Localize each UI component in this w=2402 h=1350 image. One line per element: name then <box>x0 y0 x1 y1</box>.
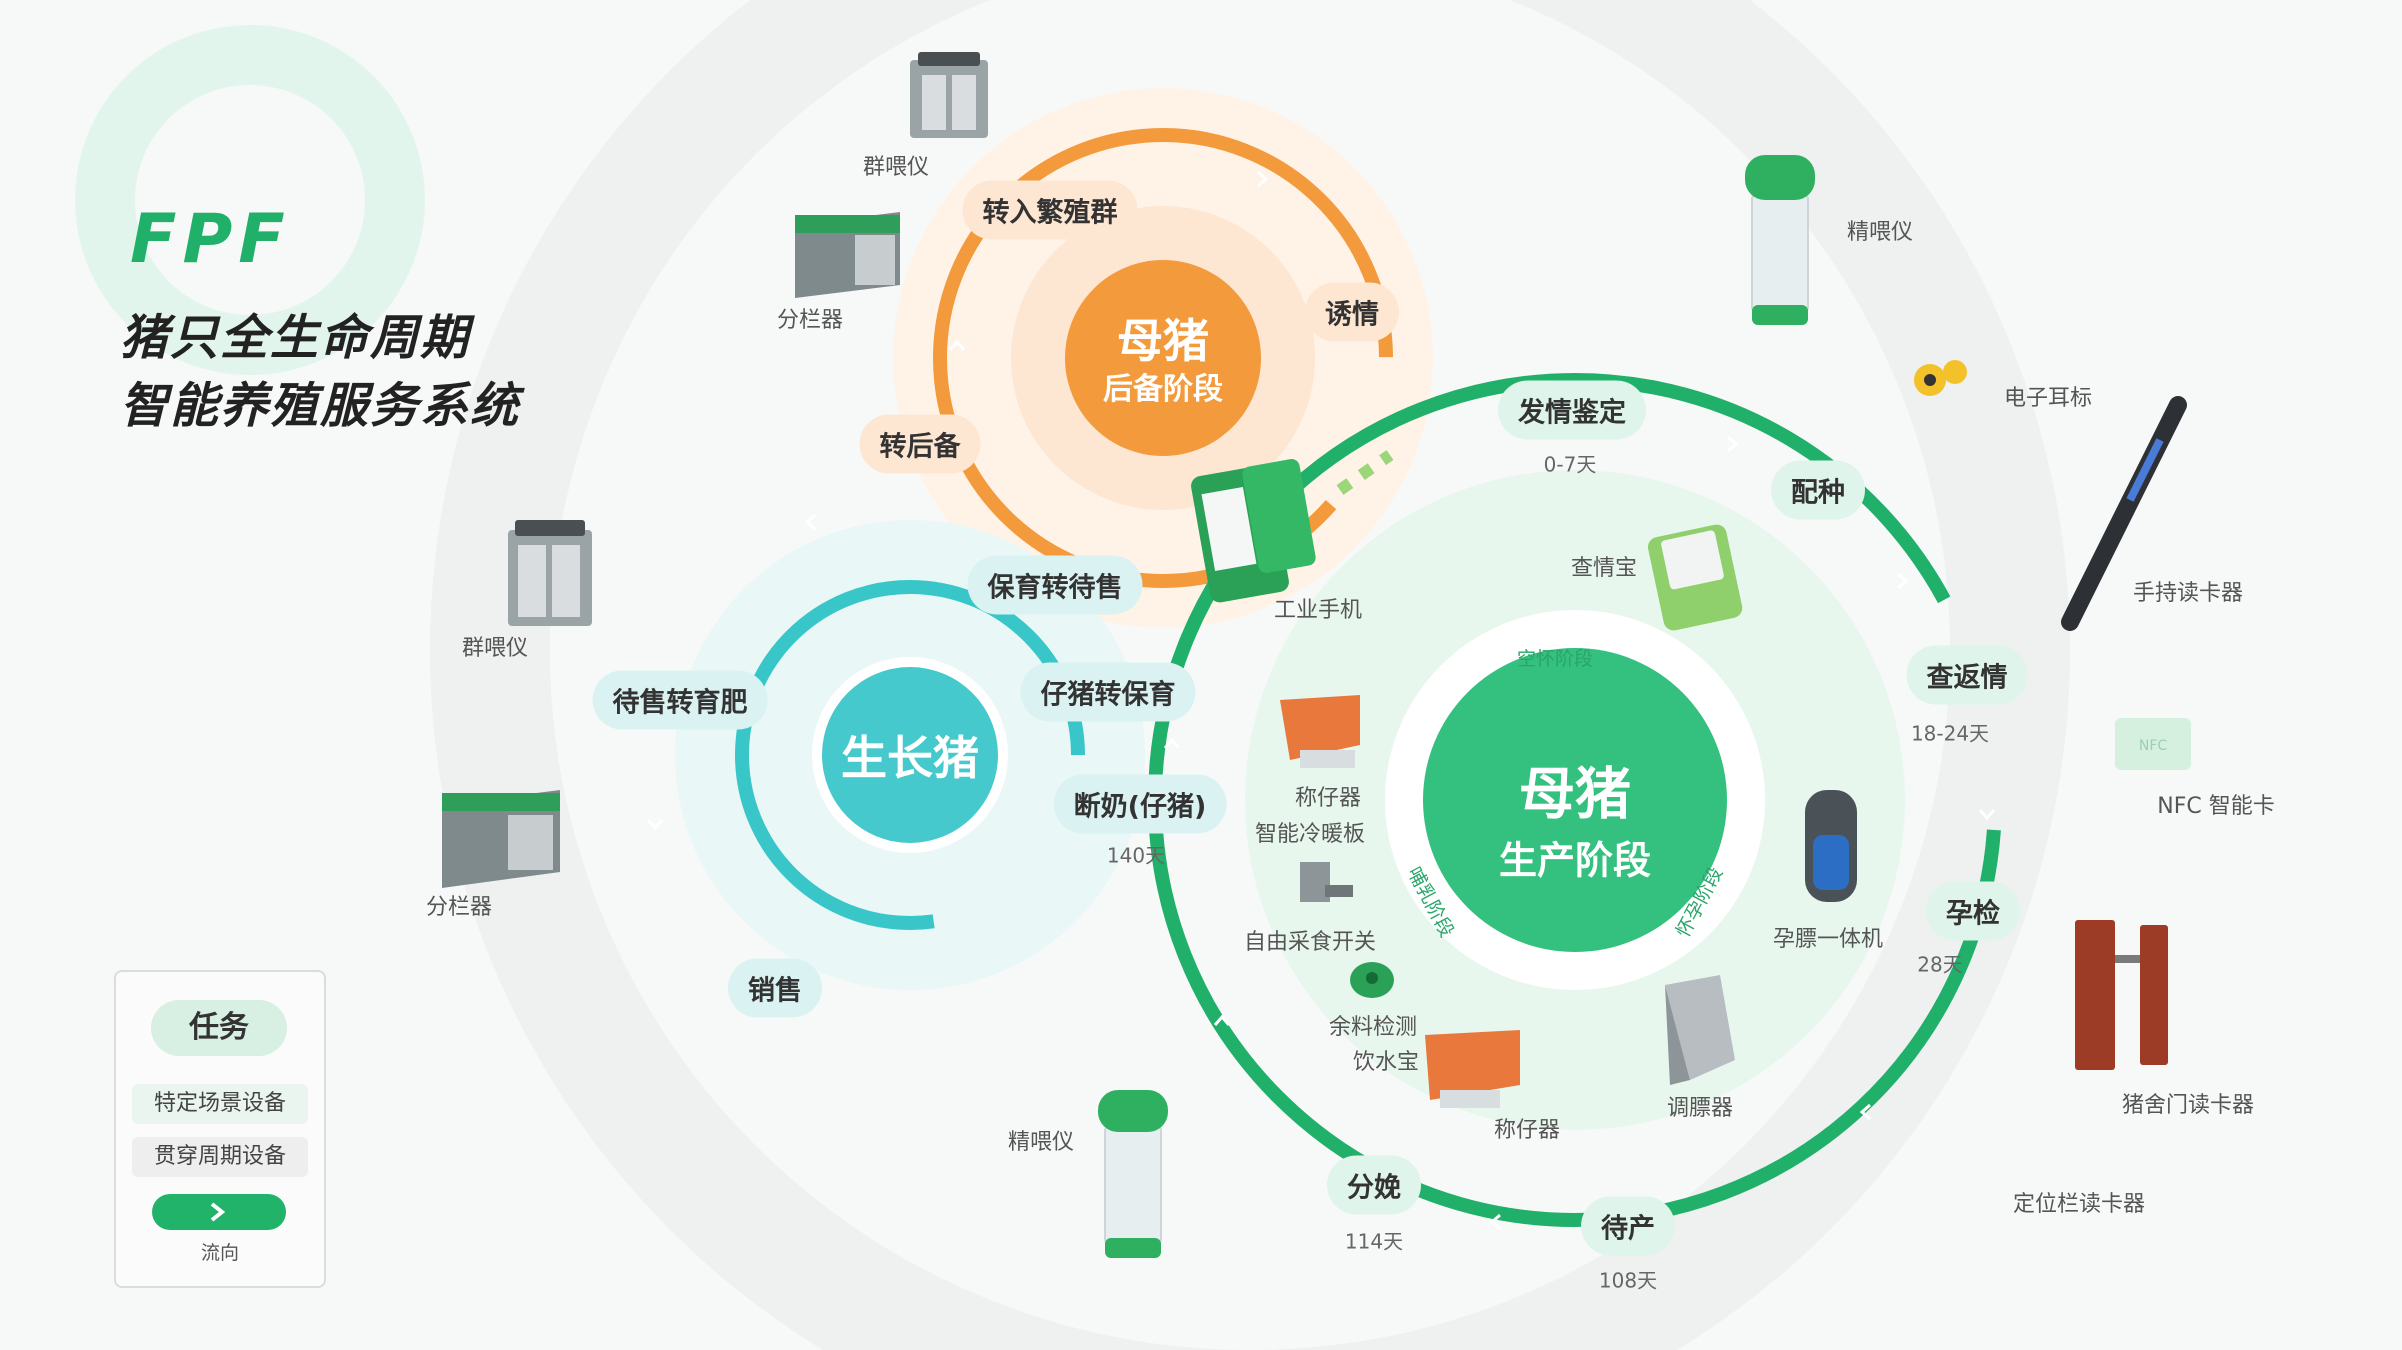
stage-farrow: 分娩 <box>1327 1155 1421 1215</box>
sow-center-sub: 生产阶段 <box>1498 838 1652 883</box>
gilt-center-title: 母猪 <box>1117 314 1209 368</box>
stage-to-breeding: 转入繁殖群 <box>962 180 1138 240</box>
sorter-top-icon <box>795 212 900 298</box>
flow-arrows <box>646 170 1996 1231</box>
svg-text:NFC: NFC <box>2139 738 2168 754</box>
stage-nursery-sale: 保育转待售 <box>967 555 1143 615</box>
label-estrus-detector: 查情宝 <box>1570 556 1638 581</box>
stage-estrus-induce: 诱情 <box>1305 282 1399 342</box>
legend-throughout-device: 贯穿周期设备 <box>132 1137 308 1177</box>
fat-adjuster-icon <box>1665 975 1735 1085</box>
legend-flow-swatch <box>152 1194 286 1230</box>
brand-logo: FPF <box>130 200 291 279</box>
stage-piglet-nursery: 仔猪转保育 <box>1020 662 1196 722</box>
chevron-right-icon <box>210 1202 226 1222</box>
nfc-card-icon: NFC <box>2115 718 2191 770</box>
scale-2-icon <box>1425 1030 1520 1108</box>
label-fat-adjuster: 调膘器 <box>1666 1096 1734 1121</box>
group-feeder-top-icon <box>910 52 988 138</box>
grow-center-circle <box>822 667 998 843</box>
label-pregnancy-scanner: 孕膘一体机 <box>1772 927 1884 952</box>
estrus-detector-icon <box>1647 524 1743 631</box>
legend-specific-device: 特定场景设备 <box>132 1084 308 1124</box>
connector-dash <box>1336 450 1394 495</box>
precision-feeder-right-icon <box>1745 155 1815 325</box>
label-precision-feeder-bottom: 精喂仪 <box>1007 1130 1075 1155</box>
label-sorter-top: 分栏器 <box>776 308 844 333</box>
leftover-detect-icon <box>1350 962 1394 998</box>
legend-title: 任务 <box>151 1000 287 1056</box>
label-feed-switch: 自由采食开关 <box>1243 930 1377 955</box>
label-group-feeder-left: 群喂仪 <box>461 636 529 661</box>
stage-sale-fatten: 待售转育肥 <box>592 670 768 730</box>
legend-flow-label: 流向 <box>200 1242 239 1264</box>
stage-pre-farrow: 待产 <box>1581 1196 1675 1256</box>
label-heating-board: 智能冷暖板 <box>1254 822 1366 847</box>
stage-estrus-check: 发情鉴定 <box>1498 380 1646 440</box>
sorter-left-icon <box>442 790 560 888</box>
gilt-center-circle <box>1065 260 1261 456</box>
feed-switch-icon <box>1300 862 1353 902</box>
sow-center-title: 母猪 <box>1519 762 1631 828</box>
stage-wean: 断奶(仔猪) <box>1053 774 1227 834</box>
group-feeder-left-icon <box>508 520 592 626</box>
industrial-phone-icon <box>1191 459 1316 603</box>
label-stall-reader: 定位栏读卡器 <box>2012 1192 2146 1217</box>
label-drinker: 饮水宝 <box>1352 1050 1420 1075</box>
label-sorter-left: 分栏器 <box>425 895 493 920</box>
label-handheld-reader: 手持读卡器 <box>2132 581 2244 606</box>
label-leftover-detect: 余料检测 <box>1328 1015 1418 1040</box>
page-title-line2: 智能养殖服务系统 <box>120 378 521 434</box>
gilt-center-sub: 后备阶段 <box>1103 372 1223 407</box>
ear-tag-icon <box>1914 360 1967 396</box>
legend-panel: 任务 特定场景设备 贯穿周期设备 流向 <box>114 970 326 1288</box>
stage-return-check: 查返情 <box>1906 645 2028 705</box>
stage-return-days: 18-24天 <box>1910 721 1990 746</box>
grow-ring <box>735 580 1085 930</box>
stage-preg-check: 孕检 <box>1926 881 2020 941</box>
handheld-reader-icon <box>2061 396 2187 631</box>
label-scale-2: 称仔器 <box>1493 1118 1561 1143</box>
grow-center-title: 生长猪 <box>841 731 979 785</box>
stage-to-reserve: 转后备 <box>859 414 981 474</box>
phase-empty: 空怀阶段 <box>1517 648 1593 670</box>
stage-farrow-days: 114天 <box>1344 1229 1404 1254</box>
stage-wean-days: 140天 <box>1106 843 1166 868</box>
label-group-feeder-top: 群喂仪 <box>862 155 930 180</box>
title-decoration-ring <box>75 25 425 375</box>
label-pen-door-reader: 猪舍门读卡器 <box>2121 1093 2255 1118</box>
sow-center-circle <box>1423 648 1727 952</box>
gilt-ring <box>933 128 1393 588</box>
label-nfc-card: NFC 智能卡 <box>2157 794 2275 819</box>
stage-estrus-days: 0-7天 <box>1543 452 1597 477</box>
label-precision-feeder-right: 精喂仪 <box>1846 220 1914 245</box>
stage-sale: 销售 <box>728 958 822 1018</box>
page-title-line1: 猪只全生命周期 <box>120 310 471 366</box>
stage-mating: 配种 <box>1771 460 1865 520</box>
stage-pre-farrow-days: 108天 <box>1598 1268 1658 1293</box>
precision-feeder-bottom-icon <box>1098 1090 1168 1258</box>
label-ear-tag: 电子耳标 <box>2003 386 2093 411</box>
pregnancy-scanner-icon <box>1805 790 1857 902</box>
pen-door-reader-icon <box>2075 920 2168 1070</box>
scale-1-icon <box>1280 695 1360 768</box>
label-industrial-phone: 工业手机 <box>1273 598 1363 623</box>
stage-preg-days: 28天 <box>1917 952 1963 977</box>
label-scale-1: 称仔器 <box>1294 786 1362 811</box>
